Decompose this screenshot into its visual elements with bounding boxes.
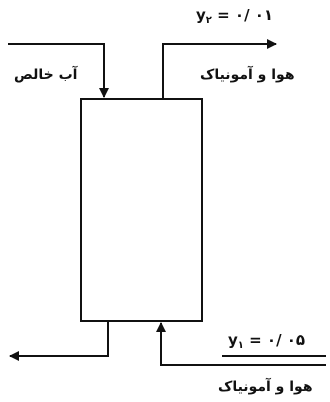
liquid-inlet-arrow (8, 43, 109, 98)
bottom-value: = ۰/ ۰۵ (249, 331, 306, 349)
absorption-column (80, 98, 203, 322)
top-gas-label: هوا و آمونیاک (200, 67, 295, 83)
gas-outlet-arrow (162, 39, 277, 99)
bottom-mole-fraction-label: y۱ = ۰/ ۰۵ (228, 333, 305, 351)
bottom-variable: y (228, 331, 238, 349)
pure-water-label: آب خالص (14, 67, 78, 83)
top-value: = ۰/ ۰۱ (217, 6, 274, 24)
bottom-subscript: ۱ (237, 340, 244, 351)
liquid-outlet-arrow (9, 321, 109, 361)
gas-inlet-arrow (156, 322, 326, 366)
top-mole-fraction-label: y۲ = ۰/ ۰۱ (196, 8, 273, 26)
bottom-gas-label: هوا و آمونیاک (218, 379, 313, 395)
top-variable: y (196, 6, 206, 24)
top-subscript: ۲ (205, 15, 212, 26)
